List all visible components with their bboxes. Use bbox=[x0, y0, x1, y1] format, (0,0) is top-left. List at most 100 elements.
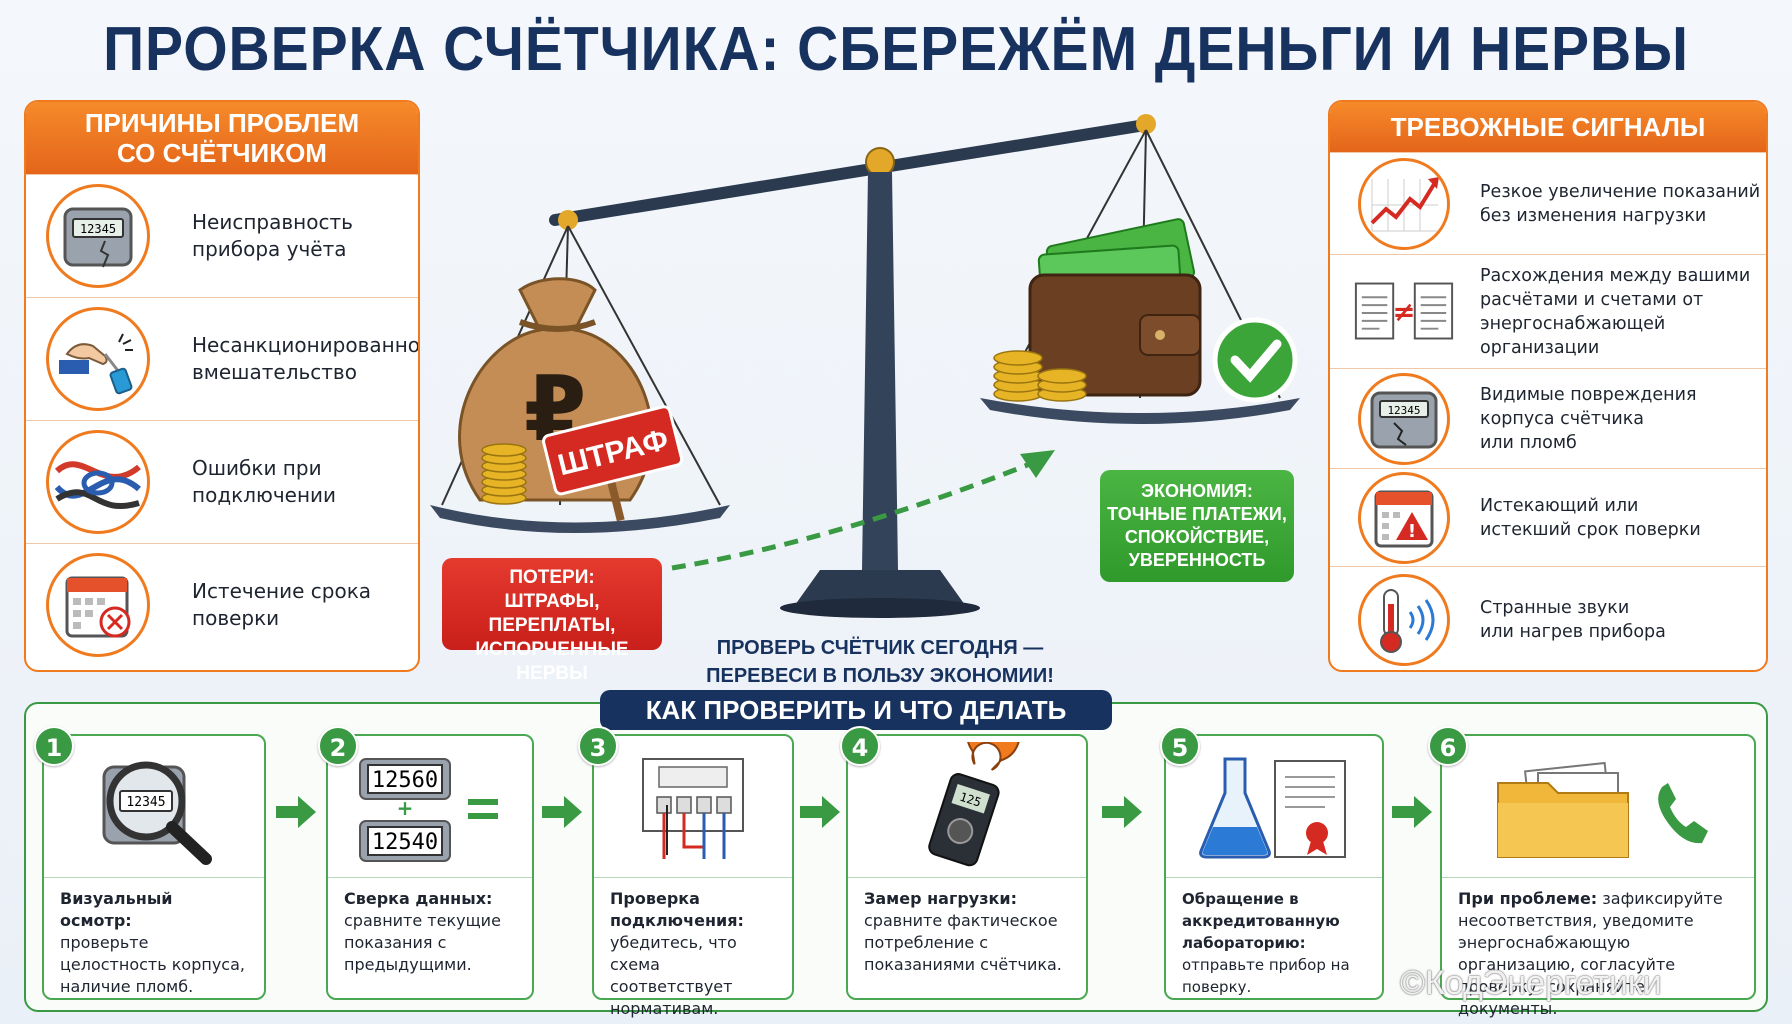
calendar-warning-icon: ! bbox=[1358, 471, 1450, 564]
losses-badge: ПОТЕРИ: ШТРАФЫ, ПЕРЕПЛАТЫ, ИСПОРЧЕННЫЕ Н… bbox=[442, 558, 662, 684]
step-bold-text: Обращение в аккредитованную лабораторию: bbox=[1182, 890, 1340, 952]
step-number: 4 bbox=[840, 726, 880, 766]
step-bold-text: Проверка подключения: bbox=[610, 889, 744, 930]
cause-text-line2: поверки bbox=[192, 606, 280, 630]
meter-reading-text: 12345 bbox=[126, 795, 165, 810]
left-coins-icon bbox=[481, 443, 527, 505]
step-card-2: 12560 + 12540 Сверка данных: сравните тек… bbox=[326, 734, 534, 1000]
warning-text-line: или нагрев прибора bbox=[1480, 621, 1666, 642]
warning-item: Странные звуки или нагрев прибора bbox=[1330, 566, 1766, 670]
cause-item: Несанкционированное вмешательство bbox=[26, 297, 418, 420]
step-text: зафиксируйте несоответствия, уведомите э… bbox=[1458, 889, 1723, 1018]
step-card-3: Проверка подключения:убедитесь, что схем… bbox=[592, 734, 794, 1018]
arrow-head bbox=[1020, 450, 1055, 478]
warning-text-line: или пломб bbox=[1480, 432, 1577, 453]
losses-line2: ШТРАФЫ, ПЕРЕПЛАТЫ, bbox=[488, 591, 616, 636]
cause-item: 12345 Неисправность прибора учёта bbox=[26, 174, 418, 297]
warning-text-line: без изменения нагрузки bbox=[1480, 205, 1707, 226]
warning-text-line: Истекающий или bbox=[1480, 495, 1639, 516]
cause-item: Ошибки при подключении bbox=[26, 420, 418, 543]
call-to-action: ПРОВЕРЬ СЧЁТЧИК СЕГОДНЯ — ПЕРЕВЕСИ В ПОЛ… bbox=[650, 634, 1110, 690]
meter-reading-text: 12345 bbox=[80, 222, 116, 236]
step-arrow-icon bbox=[542, 796, 582, 828]
cause-text-line2: прибора учёта bbox=[192, 237, 347, 261]
step-text: убедитесь, что схема соответствует норма… bbox=[610, 933, 737, 1018]
thermometer-sound-icon bbox=[1358, 573, 1450, 666]
damaged-meter-icon: 12345 bbox=[1358, 372, 1450, 465]
broken-meter-icon: 12345 bbox=[46, 184, 150, 288]
warning-item: Резкое увеличение показаний без изменения… bbox=[1330, 152, 1766, 254]
left-pan bbox=[430, 505, 730, 533]
left-beam-knob bbox=[558, 210, 578, 230]
warning-text-line: энергоснабжающей bbox=[1480, 313, 1666, 334]
step-number: 1 bbox=[34, 726, 74, 766]
warning-signs-heading: ТРЕВОЖНЫЕ СИГНАЛЫ bbox=[1330, 102, 1766, 152]
step-number: 2 bbox=[318, 726, 358, 766]
economy-line1: ЭКОНОМИЯ: bbox=[1141, 481, 1253, 501]
lab-flask-certificate-icon bbox=[1166, 736, 1382, 878]
scale-beam bbox=[549, 119, 1151, 226]
step-number: 3 bbox=[578, 726, 618, 766]
watermark: ©КодЭнергетики bbox=[1400, 964, 1662, 1002]
economy-line4: УВЕРЕННОСТЬ bbox=[1128, 550, 1266, 570]
step-card-1: 12345 Визуальный осмотр:проверьте целост… bbox=[42, 734, 266, 1000]
current-reading: 12560 bbox=[372, 768, 438, 793]
cta-line1: ПРОВЕРЬ СЧЁТЧИК СЕГОДНЯ — bbox=[716, 637, 1044, 659]
cause-text-line1: Несанкционированное bbox=[192, 333, 420, 357]
causes-heading-line2: СО СЧЁТЧИКОМ bbox=[117, 138, 327, 168]
cause-text-line2: подключении bbox=[192, 483, 337, 507]
balance-scale-illustration: ₽ ШТРАФ bbox=[430, 114, 1300, 618]
warning-text-line: расчётами и счетами от bbox=[1480, 289, 1704, 310]
warning-item: ≠ Расхождения между вашими расчётами и сч… bbox=[1330, 254, 1766, 368]
warning-text-line: Расхождения между вашими bbox=[1480, 265, 1751, 286]
svg-text:+: + bbox=[397, 796, 414, 820]
economy-line2: ТОЧНЫЕ ПЛАТЕЖИ, bbox=[1107, 504, 1287, 524]
meter-reading-text: 12345 bbox=[1387, 404, 1420, 417]
wallet-with-cash-icon bbox=[1028, 218, 1202, 397]
compare-readings-icon: 12560 + 12540 bbox=[328, 736, 532, 878]
fine-sign: ШТРАФ bbox=[542, 405, 684, 522]
step-bold-text: Сверка данных: bbox=[344, 889, 493, 908]
dashed-arrow bbox=[671, 457, 1041, 571]
page-title: ПРОВЕРКА СЧЁТЧИКА: СБЕРЕЖЁМ ДЕНЬГИ И НЕР… bbox=[103, 15, 1689, 84]
causes-heading-line1: ПРИЧИНЫ ПРОБЛЕМ bbox=[84, 108, 360, 138]
losses-line3: ИСПОРЧЕННЫЕ НЕРВЫ bbox=[475, 639, 629, 684]
warning-text-line: организации bbox=[1480, 337, 1600, 358]
warning-text-line: Видимые повреждения bbox=[1480, 384, 1697, 405]
previous-reading: 12540 bbox=[372, 830, 438, 855]
svg-text:≠: ≠ bbox=[1392, 295, 1415, 327]
cta-line2: ПЕРЕВЕСИ В ПОЛЬЗУ ЭКОНОМИИ! bbox=[706, 665, 1054, 687]
step-card-5: Обращение в аккредитованную лабораторию:… bbox=[1164, 734, 1384, 1000]
rising-chart-icon bbox=[1358, 157, 1450, 250]
documents-not-equal-icon: ≠ bbox=[1350, 271, 1458, 353]
checkmark-icon bbox=[1212, 317, 1298, 403]
warning-signs-panel: ТРЕВОЖНЫЕ СИГНАЛЫ Резкое увеличение пока… bbox=[1328, 100, 1768, 672]
steps-title: КАК ПРОВЕРИТЬ И ЧТО ДЕЛАТЬ bbox=[600, 690, 1112, 730]
step-text: сравните текущие показания с предыдущими… bbox=[344, 911, 501, 974]
warning-text-line: Резкое увеличение показаний bbox=[1480, 181, 1761, 202]
step-bold-text: При проблеме: bbox=[1458, 889, 1598, 908]
right-beam-knob bbox=[1136, 114, 1156, 134]
step-bold-text: Визуальный осмотр: bbox=[60, 889, 173, 930]
expired-calendar-icon bbox=[46, 553, 150, 657]
scale-column bbox=[862, 172, 898, 570]
economy-line3: СПОКОЙСТВИЕ, bbox=[1124, 527, 1270, 547]
svg-text:!: ! bbox=[1408, 521, 1416, 542]
cause-text-line1: Ошибки при bbox=[192, 456, 322, 480]
clamp-meter-icon: 125 bbox=[848, 736, 1086, 878]
tampering-hand-icon bbox=[46, 307, 150, 411]
step-arrow-icon bbox=[1102, 796, 1142, 828]
cause-text-line2: вмешательство bbox=[192, 360, 357, 384]
cause-text-line1: Неисправность bbox=[192, 210, 353, 234]
clamp-reading: 125 bbox=[958, 789, 983, 809]
losses-line1: ПОТЕРИ: bbox=[509, 567, 595, 588]
step-arrow-icon bbox=[800, 796, 840, 828]
step-text: проверьте целостность корпуса, наличие п… bbox=[60, 933, 245, 996]
warning-text-line: Странные звуки bbox=[1480, 597, 1630, 618]
step-bold-text: Замер нагрузки: bbox=[864, 889, 1017, 908]
step-number: 5 bbox=[1160, 726, 1200, 766]
right-coins-icon bbox=[993, 350, 1087, 402]
